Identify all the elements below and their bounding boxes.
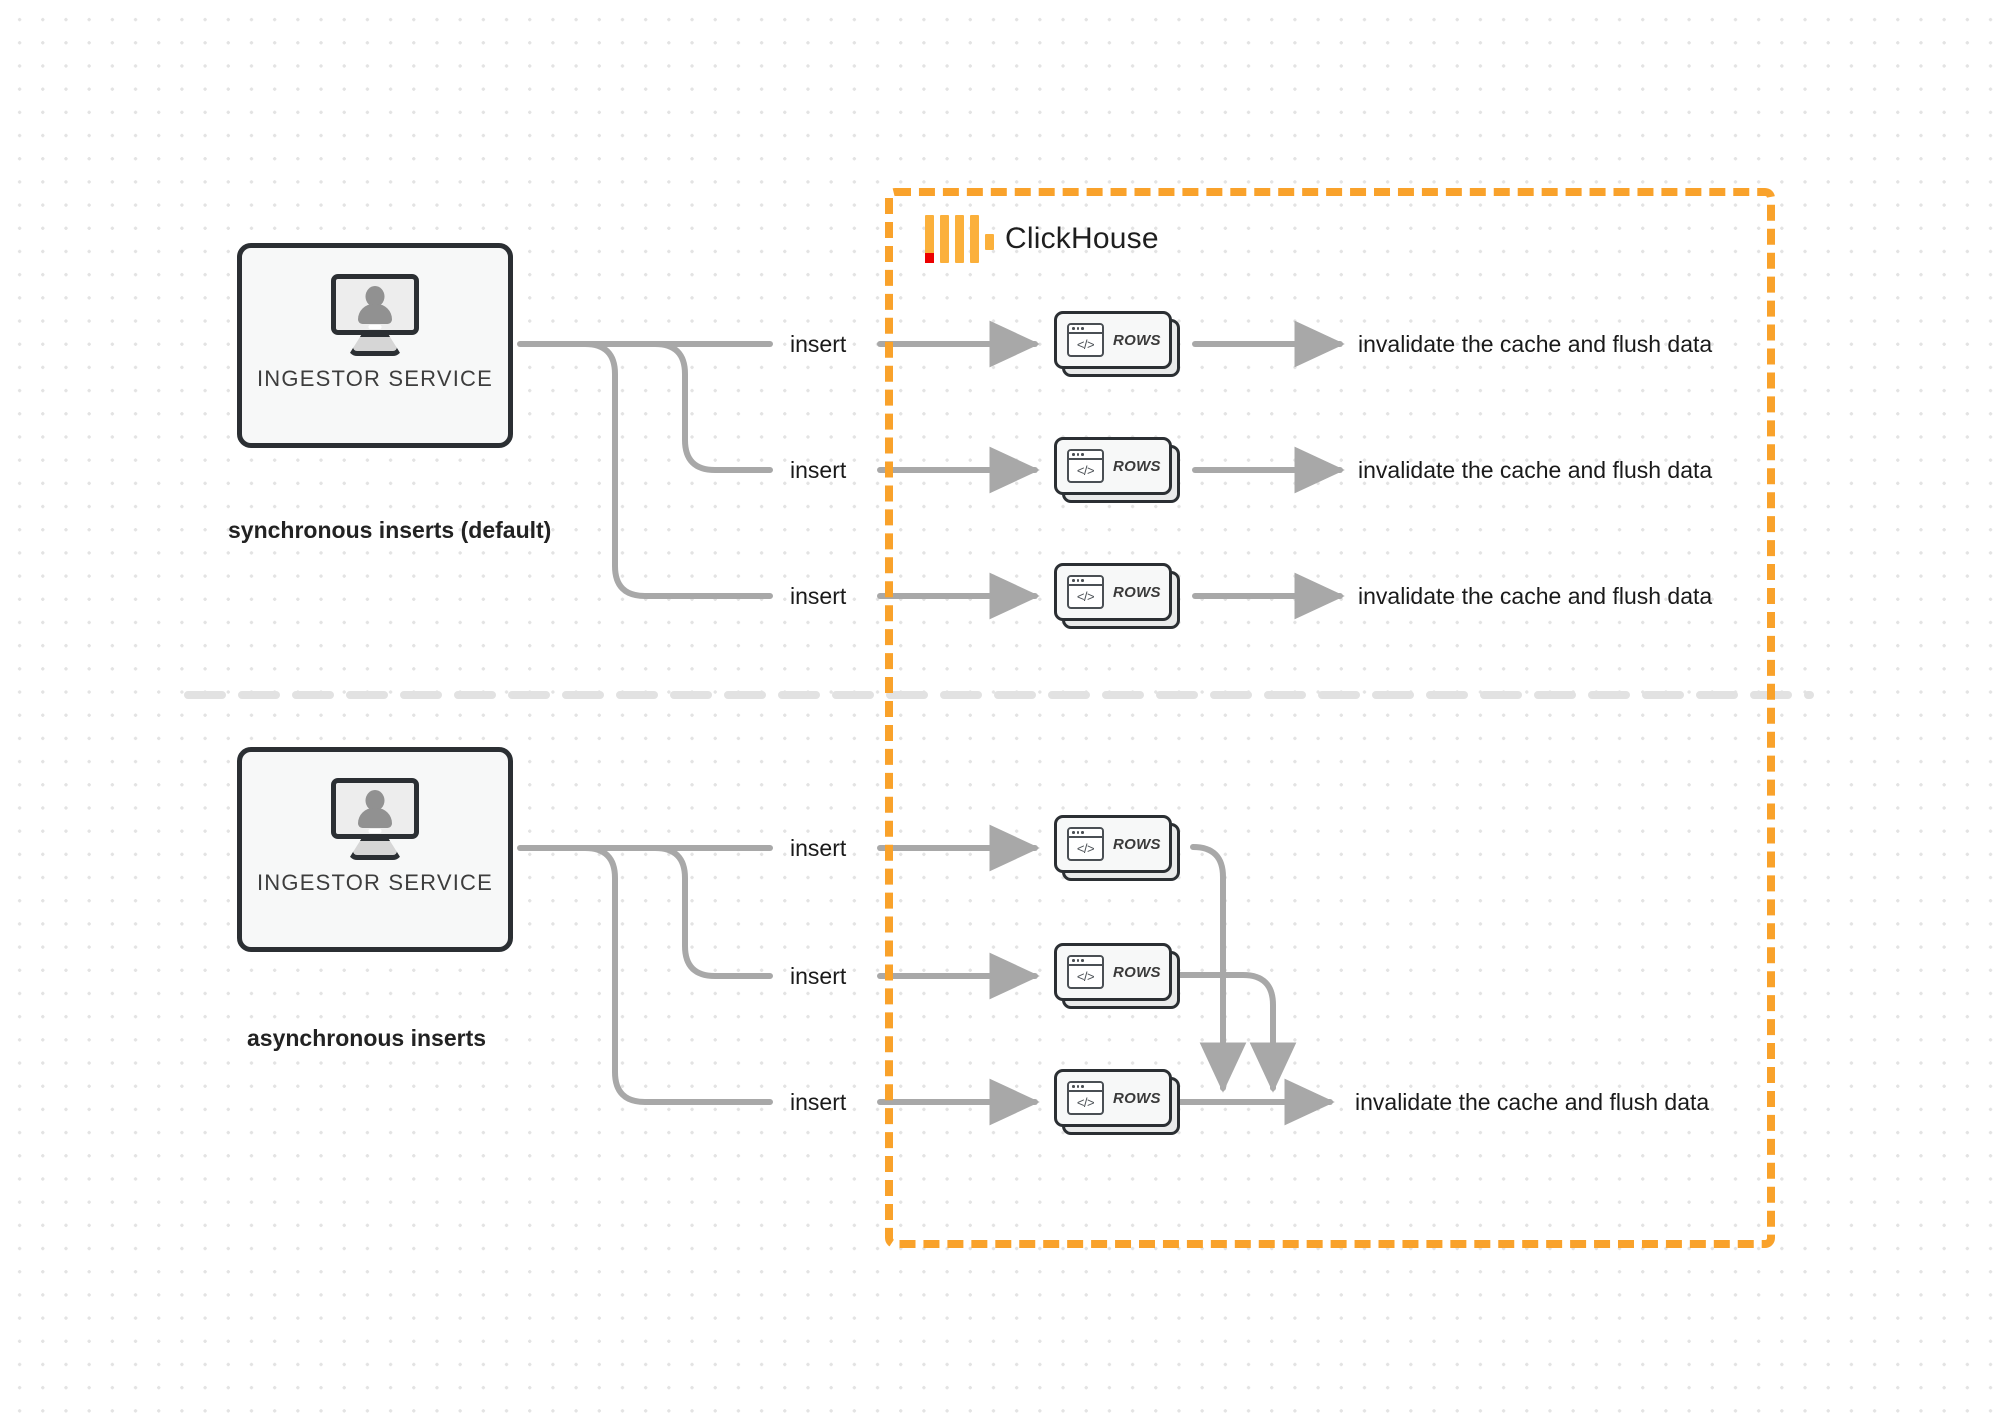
code-window-icon: </> — [1067, 323, 1104, 357]
insert-label-sync-2: insert — [790, 457, 847, 483]
ingestor-service-async[interactable]: INGESTOR SERVICE — [237, 747, 513, 952]
rows-card-label: ROWS — [1113, 963, 1161, 981]
rows-card-label: ROWS — [1113, 457, 1161, 475]
clickhouse-brand: ClickHouse — [925, 215, 1159, 263]
rows-card-label: ROWS — [1113, 331, 1161, 349]
monitor-user-icon — [329, 778, 421, 860]
result-label-sync-1: invalidate the cache and flush data — [1358, 331, 1713, 357]
ingestor-service-label-sync: INGESTOR SERVICE — [257, 366, 493, 391]
async-wire-row3-left — [582, 845, 773, 1105]
rows-card-sync-1[interactable]: </> ROWS — [1054, 311, 1180, 377]
insert-label-sync-1: insert — [790, 331, 847, 357]
code-window-icon: </> — [1067, 449, 1104, 483]
monitor-user-icon — [329, 274, 421, 356]
insert-label-sync-3: insert — [790, 583, 847, 609]
insert-label-async-1: insert — [790, 835, 847, 861]
rows-card-label: ROWS — [1113, 583, 1161, 601]
code-window-icon: </> — [1067, 575, 1104, 609]
ingestor-service-label-async: INGESTOR SERVICE — [257, 870, 493, 895]
async-wire-row2-left — [652, 845, 773, 979]
sync-wire-row3-left — [582, 341, 773, 599]
result-label-sync-2: invalidate the cache and flush data — [1358, 457, 1713, 483]
rows-card-label: ROWS — [1113, 835, 1161, 853]
code-window-icon: </> — [1067, 827, 1104, 861]
insert-label-async-2: insert — [790, 963, 847, 989]
insert-label-async-3: insert — [790, 1089, 847, 1115]
clickhouse-boundary — [885, 188, 1775, 1248]
section-caption-synchronous: synchronous inserts (default) — [228, 517, 552, 543]
clickhouse-bars-icon — [925, 215, 994, 263]
clickhouse-brand-label: ClickHouse — [1005, 222, 1159, 255]
rows-card-async-2[interactable]: </> ROWS — [1054, 943, 1180, 1009]
rows-card-async-3[interactable]: </> ROWS — [1054, 1069, 1180, 1135]
code-window-icon: </> — [1067, 955, 1104, 989]
code-window-icon: </> — [1067, 1081, 1104, 1115]
section-caption-asynchronous: asynchronous inserts — [247, 1025, 487, 1051]
ingestor-service-sync[interactable]: INGESTOR SERVICE — [237, 243, 513, 448]
rows-card-sync-3[interactable]: </> ROWS — [1054, 563, 1180, 629]
rows-card-sync-2[interactable]: </> ROWS — [1054, 437, 1180, 503]
sync-wire-row2-left — [652, 341, 773, 473]
rows-card-label: ROWS — [1113, 1089, 1161, 1107]
rows-card-async-1[interactable]: </> ROWS — [1054, 815, 1180, 881]
result-label-async: invalidate the cache and flush data — [1355, 1089, 1710, 1115]
result-label-sync-3: invalidate the cache and flush data — [1358, 583, 1713, 609]
